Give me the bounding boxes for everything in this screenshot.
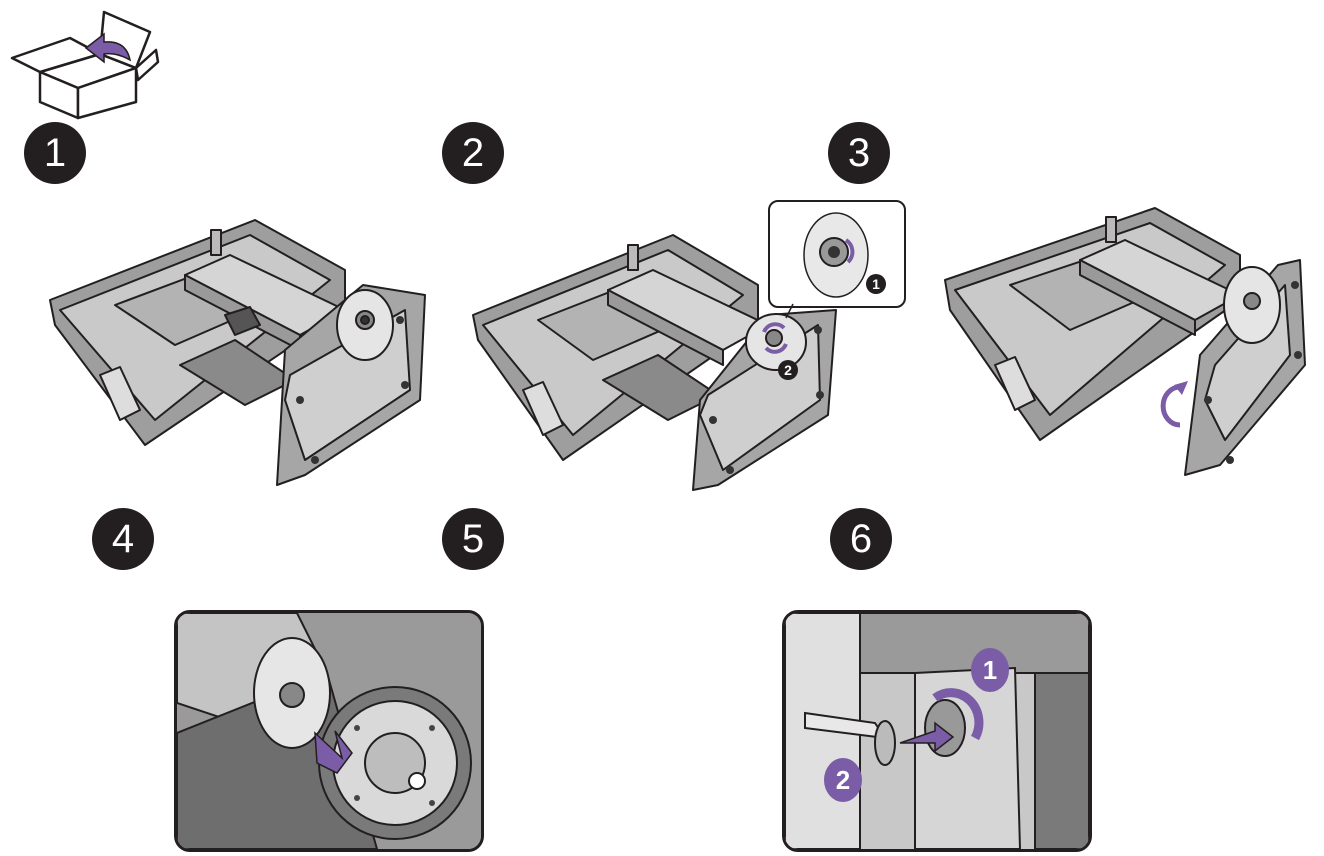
step-2-monitor-illustration: 2 <box>472 234 837 491</box>
step-1-badge: 1 <box>24 122 86 184</box>
step-2-substep-1: 1 <box>872 276 880 292</box>
step-4-detail-panel <box>174 610 484 852</box>
step-2-detail-screw: 1 <box>785 212 886 319</box>
step-4-number: 4 <box>111 516 135 561</box>
step-2-number: 2 <box>461 130 485 175</box>
step-6-number: 6 <box>849 516 873 561</box>
step-4-badge: 4 <box>92 508 154 570</box>
step-6-substep-1: 1 <box>983 655 997 685</box>
step-6-substep-2: 2 <box>836 765 850 795</box>
step-6-detail-panel: 1 2 <box>782 610 1092 852</box>
step-6-screw-tightening: 1 2 <box>785 613 1089 849</box>
step-3-monitor-illustration <box>944 207 1306 476</box>
step-1-monitor-illustration <box>49 219 426 486</box>
step-2-badge: 2 <box>442 122 504 184</box>
step-3-badge: 3 <box>828 122 890 184</box>
step-4-base-attachment <box>177 613 481 849</box>
step-2-substep-2: 2 <box>784 362 792 378</box>
step-5-number: 5 <box>461 516 485 561</box>
step-5-badge: 5 <box>442 508 504 570</box>
open-box-icon <box>10 10 160 120</box>
step-6-badge: 6 <box>830 508 892 570</box>
step-1-number: 1 <box>43 130 67 175</box>
step-3-number: 3 <box>847 130 871 175</box>
